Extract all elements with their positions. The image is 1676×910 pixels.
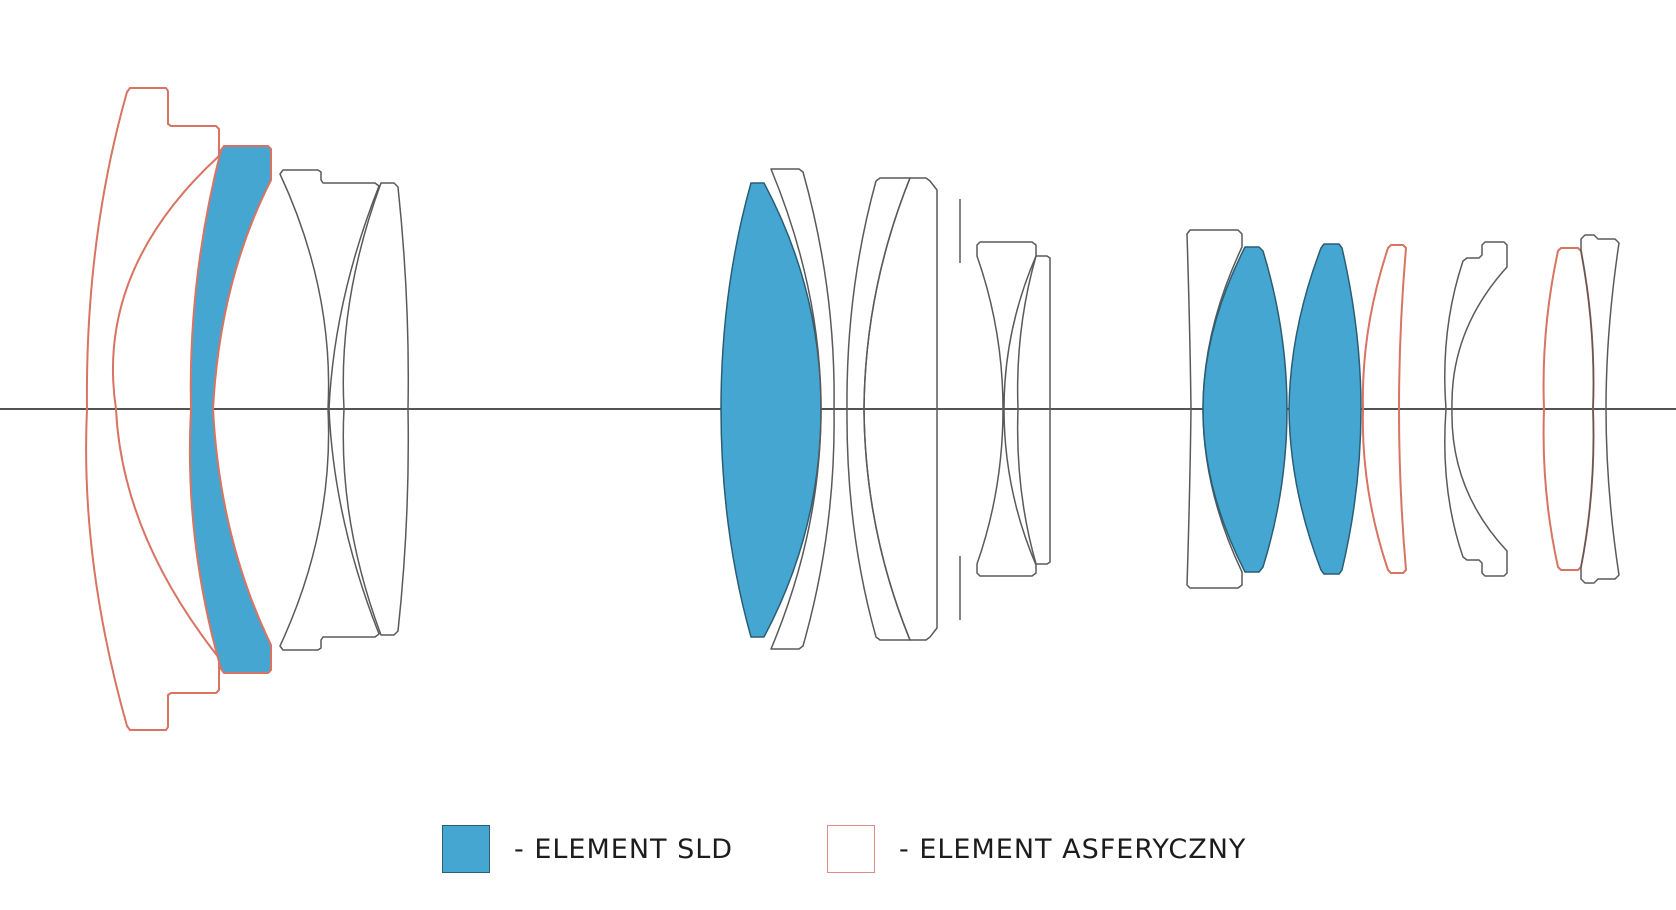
legend-item-aspherical: - ELEMENT ASFERYCZNY (827, 824, 1246, 874)
legend-swatch-sld (442, 825, 490, 873)
lens-element-1-aspherical (85, 87, 220, 731)
lens-element-13-sld (1288, 243, 1362, 575)
lens-element-12-sld (1202, 246, 1288, 573)
lens-element-2-sld (188, 145, 272, 674)
lens-element-3 (279, 169, 380, 651)
lens-element-5-sld (720, 182, 822, 638)
lens-element-6 (770, 168, 835, 650)
lens-element-15 (1444, 241, 1508, 577)
lens-element-4 (342, 182, 410, 636)
legend-item-sld: - ELEMENT SLD (442, 824, 733, 874)
lens-element-14-aspherical (1361, 244, 1407, 574)
lens-element-10 (1016, 255, 1051, 565)
legend-label-sld: - ELEMENT SLD (514, 833, 734, 865)
legend-swatch-aspherical (827, 825, 875, 873)
lens-element-17 (1580, 234, 1620, 584)
legend-label-aspherical: - ELEMENT ASFERYCZNY (899, 833, 1247, 865)
lens-element-8 (863, 177, 938, 641)
lens-element-9 (976, 241, 1037, 577)
